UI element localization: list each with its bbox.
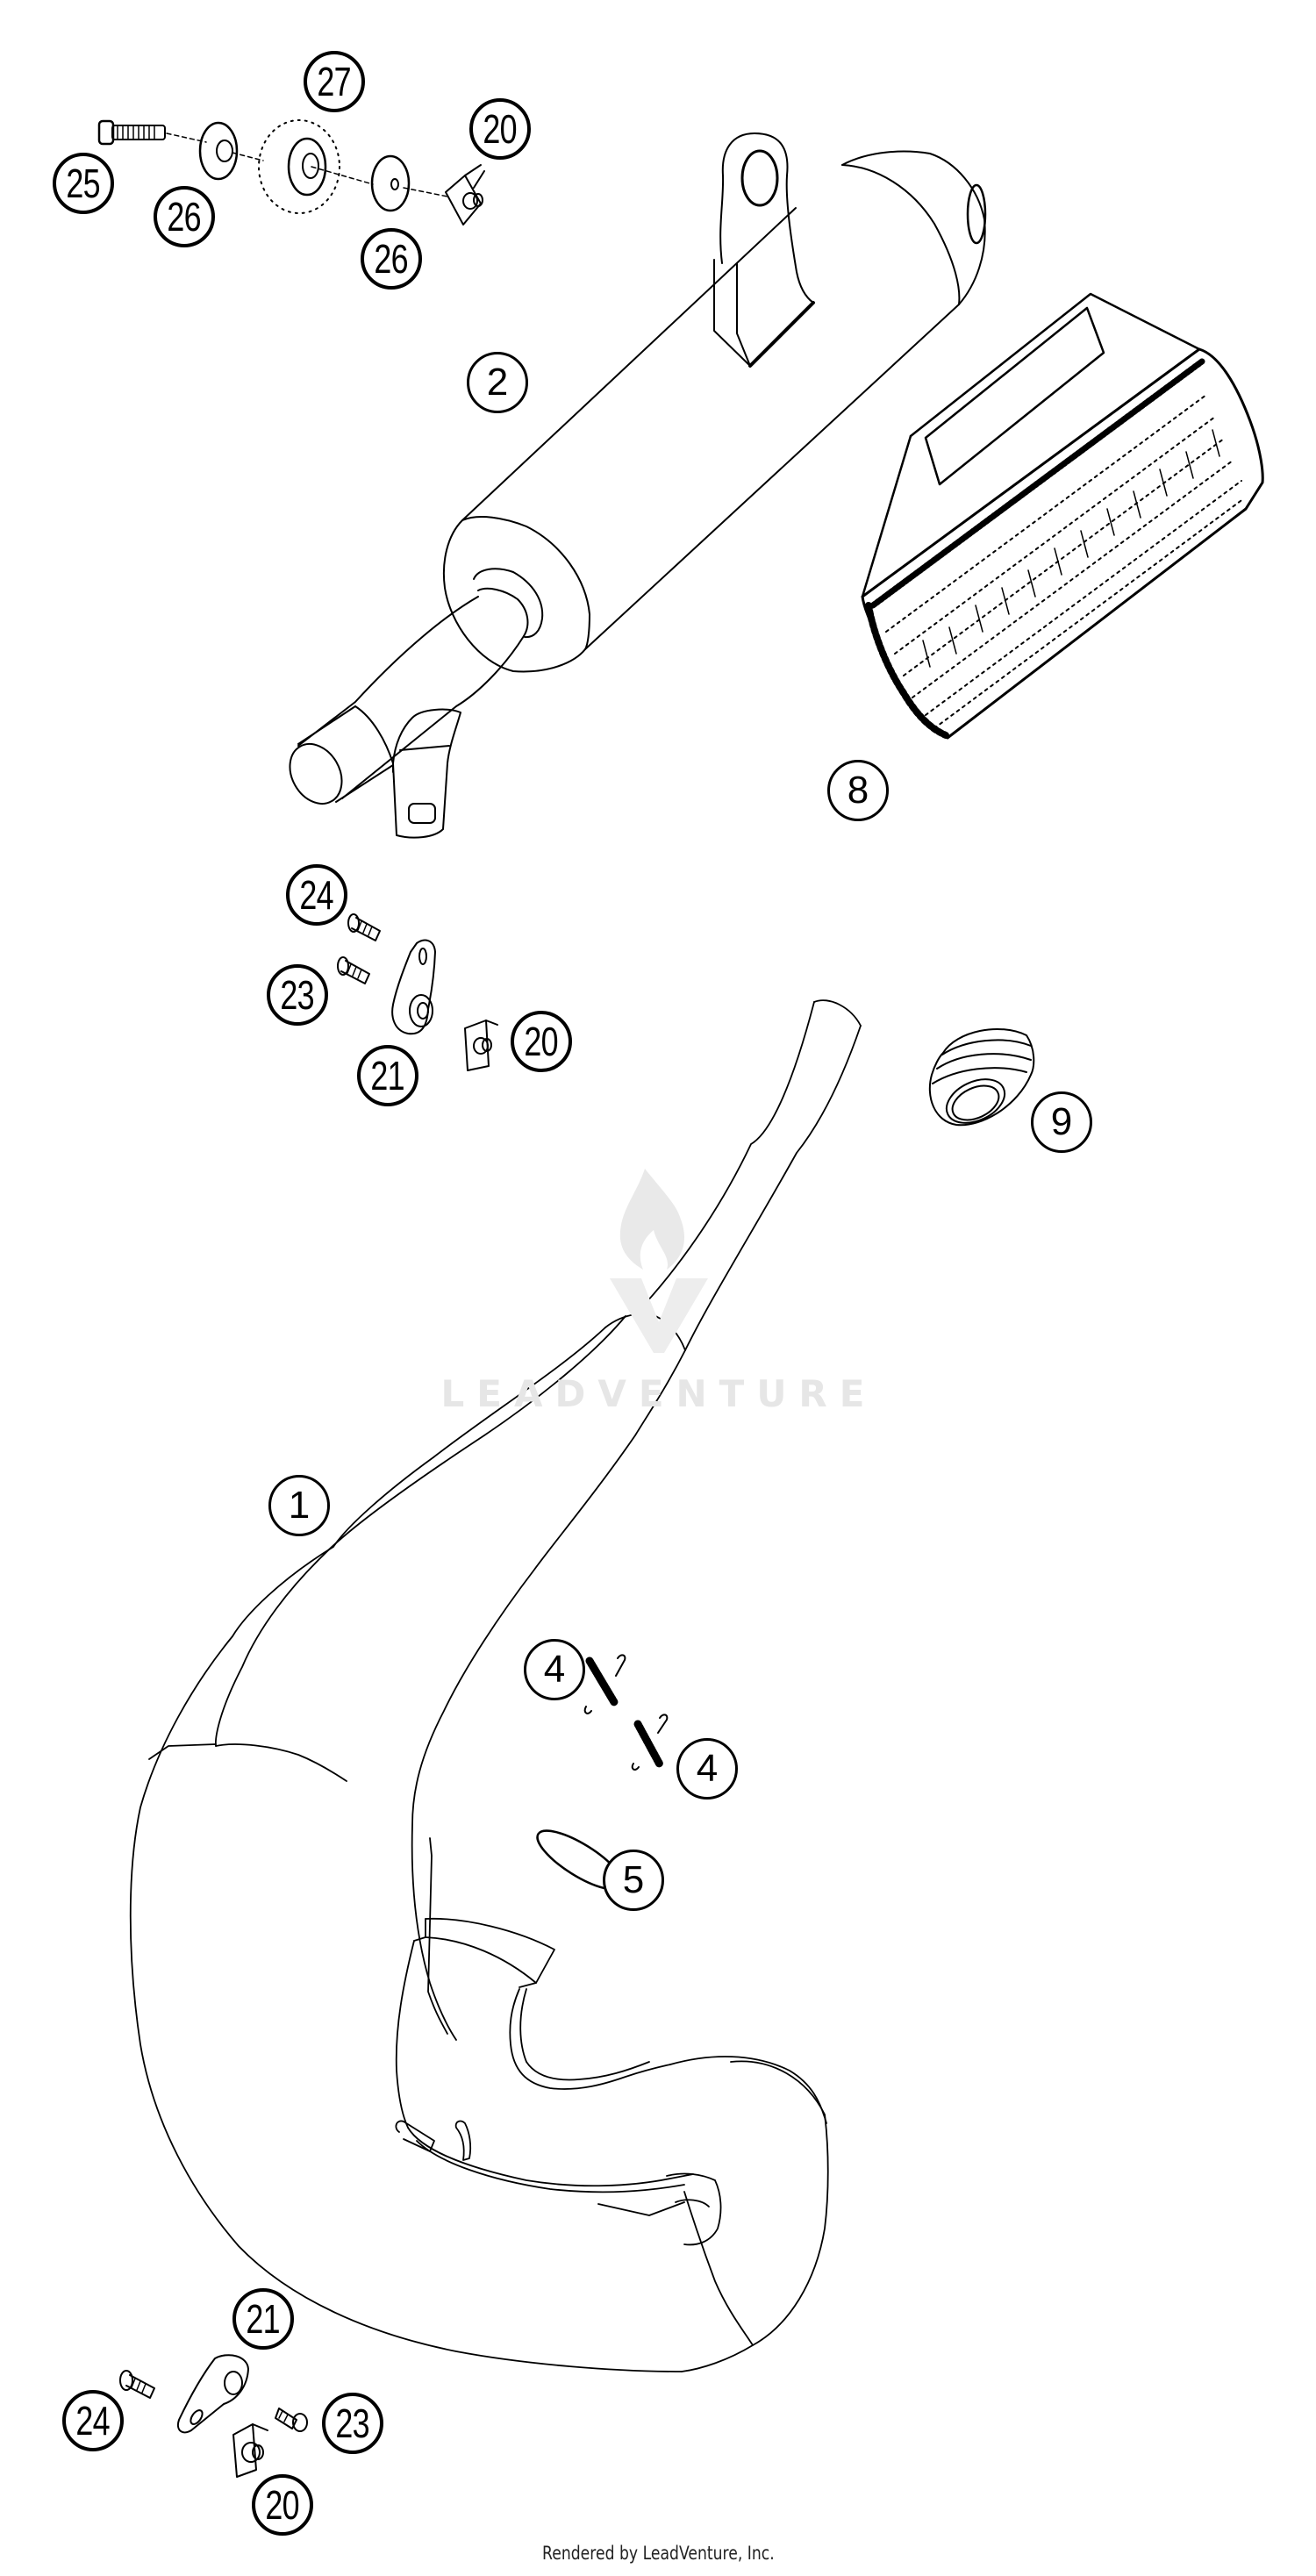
callout-8-heat-shield[interactable]: 8 [827, 760, 889, 821]
callout-20-clip-nut[interactable]: 20 [252, 2474, 313, 2536]
clip-nut-icon [445, 164, 485, 225]
callout-21-bracket[interactable]: 21 [232, 2288, 294, 2350]
clip-nut-icon [232, 2423, 268, 2478]
callout-number: 26 [374, 236, 409, 282]
callout-25-bolt[interactable]: 25 [53, 153, 114, 214]
spring-icon [583, 1654, 626, 1714]
callout-23-screw[interactable]: 23 [267, 964, 328, 1026]
screw-icon [347, 913, 381, 941]
callout-1-exhaust-header[interactable]: 1 [268, 1475, 330, 1536]
spring-icon [631, 1714, 669, 1771]
lower-bracket-fasteners [119, 2354, 308, 2478]
callout-21-bracket[interactable]: 21 [357, 1045, 418, 1106]
callout-number: 20 [483, 106, 518, 152]
callout-number: 23 [335, 2401, 370, 2446]
callout-number: 23 [280, 972, 315, 1018]
callout-number: 24 [299, 872, 334, 918]
callout-number: 21 [370, 1053, 405, 1098]
exhaust-header [129, 999, 862, 2372]
callout-24-screw[interactable]: 24 [62, 2390, 124, 2451]
callout-number: 25 [66, 161, 101, 206]
clip-nut-icon [464, 1020, 498, 1071]
screw-icon [275, 2408, 308, 2432]
callout-5-o-ring[interactable]: 5 [603, 1850, 664, 1911]
callout-number: 20 [524, 1019, 559, 1064]
callout-2-muffler[interactable]: 2 [467, 352, 528, 413]
callout-number: 27 [317, 59, 352, 104]
muffler [289, 132, 987, 839]
washer-icon [198, 121, 239, 181]
callout-number: 4 [696, 1747, 719, 1790]
callout-number: 26 [167, 194, 202, 240]
bracket-icon [177, 2354, 249, 2434]
bracket-icon [391, 939, 436, 1035]
screw-icon [337, 956, 370, 984]
callout-number: 5 [622, 1858, 645, 1901]
callout-9-grommet[interactable]: 9 [1031, 1091, 1092, 1153]
callout-27-rubber-bushing[interactable]: 27 [304, 51, 365, 112]
callout-number: 20 [265, 2482, 300, 2528]
callout-24-screw[interactable]: 24 [286, 864, 347, 926]
rubber-bushing-icon [258, 119, 340, 214]
grommet [928, 1028, 1035, 1127]
muffler-mount-fasteners [97, 119, 485, 225]
watermark-text: LEADVENTURE [440, 1372, 877, 1415]
callout-number: 1 [288, 1484, 311, 1527]
callout-26-washer[interactable]: 26 [154, 186, 215, 247]
leadventure-logo-icon [610, 1169, 708, 1353]
springs [583, 1654, 669, 1771]
washer-icon [370, 154, 411, 212]
callout-20-clip-nut[interactable]: 20 [511, 1011, 572, 1072]
callout-number: 9 [1050, 1100, 1073, 1143]
callout-4-spring[interactable]: 4 [676, 1738, 738, 1800]
bolt-icon [97, 119, 166, 146]
callout-number: 24 [75, 2398, 111, 2444]
callout-26-washer[interactable]: 26 [361, 228, 422, 290]
callout-20-clip-nut[interactable]: 20 [469, 98, 531, 160]
callout-number: 8 [847, 769, 869, 812]
callout-23-screw[interactable]: 23 [322, 2393, 383, 2454]
callout-number: 21 [246, 2296, 281, 2342]
callout-number: 2 [486, 361, 509, 404]
footer-text: Rendered by LeadVenture, Inc. [541, 2543, 775, 2564]
footer-credit: Rendered by LeadVenture, Inc. [0, 2543, 1316, 2564]
screw-icon [119, 2370, 155, 2399]
heat-shield [861, 292, 1264, 740]
mid-bracket-fasteners [337, 913, 498, 1071]
callout-4-spring[interactable]: 4 [524, 1639, 585, 1700]
callout-number: 4 [543, 1648, 566, 1691]
